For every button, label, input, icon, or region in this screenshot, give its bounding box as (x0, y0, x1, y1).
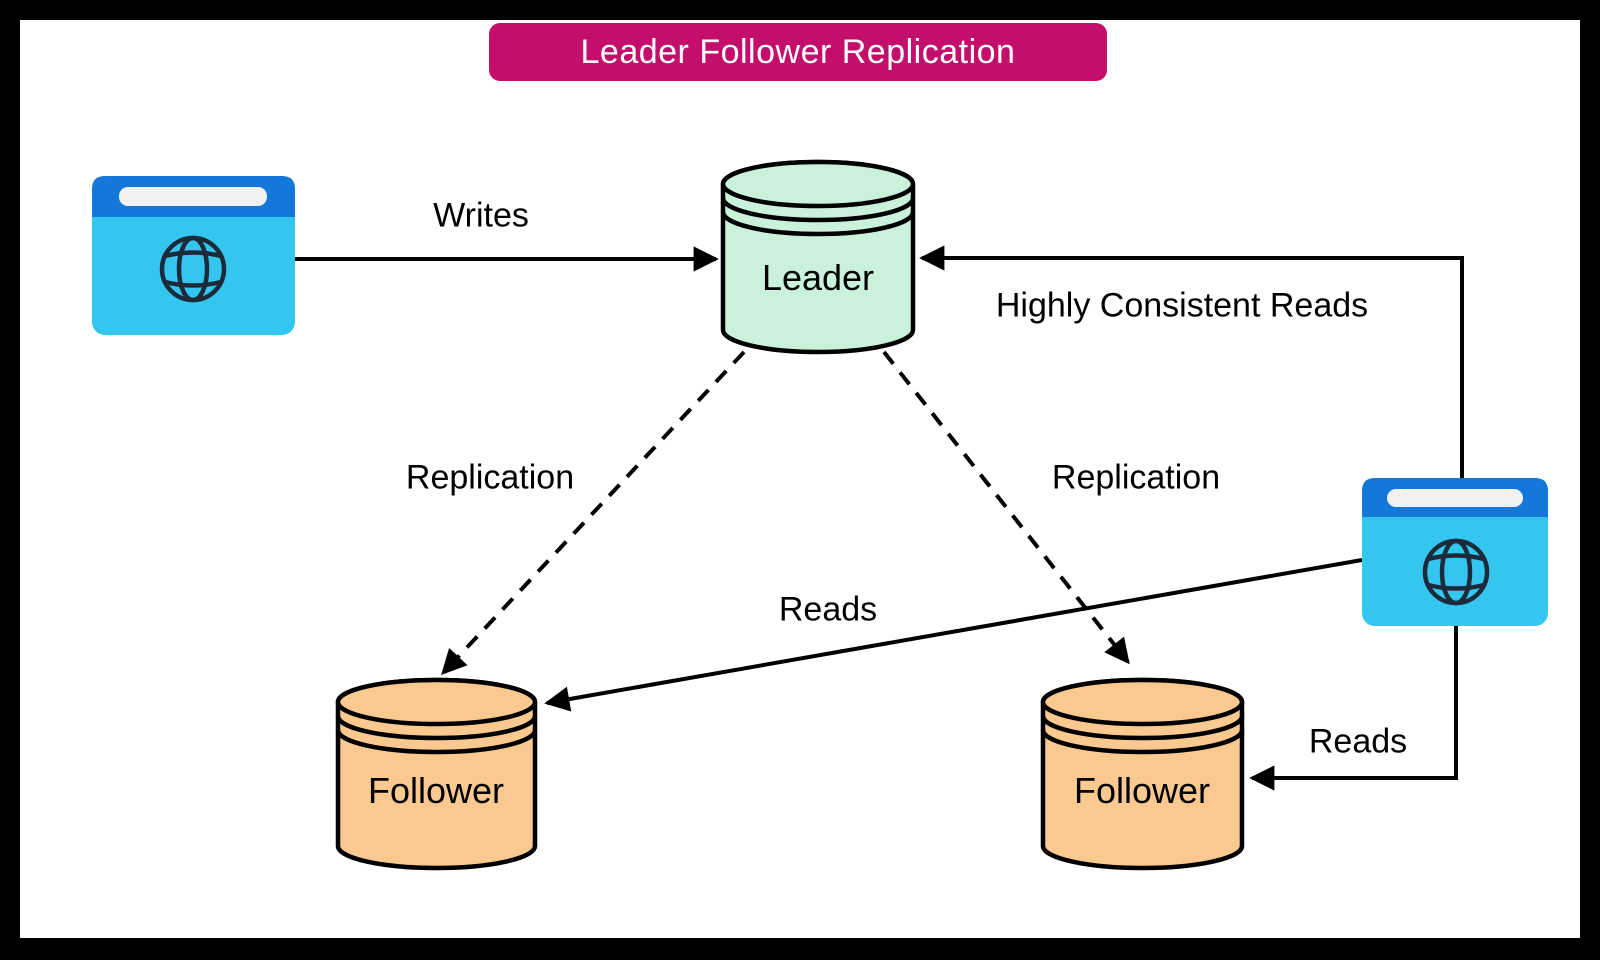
globe-icon (1422, 538, 1490, 606)
edge-label-highly-consistent-reads: Highly Consistent Reads (995, 286, 1369, 325)
title-banner: Leader Follower Replication (489, 23, 1107, 81)
client-right-browser-icon (1362, 478, 1548, 626)
globe-icon (159, 235, 227, 303)
edge-label-reads-far: Reads (778, 590, 878, 629)
leader-label: Leader (761, 257, 875, 298)
follower-right-label: Follower (1073, 770, 1211, 811)
edge-label-replication-left: Replication (405, 458, 575, 497)
diagram-title: Leader Follower Replication (580, 32, 1016, 71)
address-bar (1387, 489, 1523, 507)
follower-left-database-cylinder (335, 677, 538, 871)
address-bar (119, 187, 267, 206)
edge-replication-right (882, 350, 1130, 665)
leader-database-cylinder (720, 159, 916, 355)
edge-label-replication-right: Replication (1051, 458, 1221, 497)
edge-replication-left (441, 350, 746, 676)
edge-label-reads-near: Reads (1308, 722, 1408, 761)
follower-left-label: Follower (367, 770, 505, 811)
edge-reads-near (1249, 626, 1458, 791)
edge-highly-consistent-reads (919, 245, 1464, 478)
client-left-browser-icon (92, 176, 295, 335)
edge-label-writes: Writes (433, 196, 529, 235)
follower-right-database-cylinder (1040, 677, 1245, 871)
edges (295, 245, 1464, 791)
edge-reads-far (544, 558, 1363, 712)
